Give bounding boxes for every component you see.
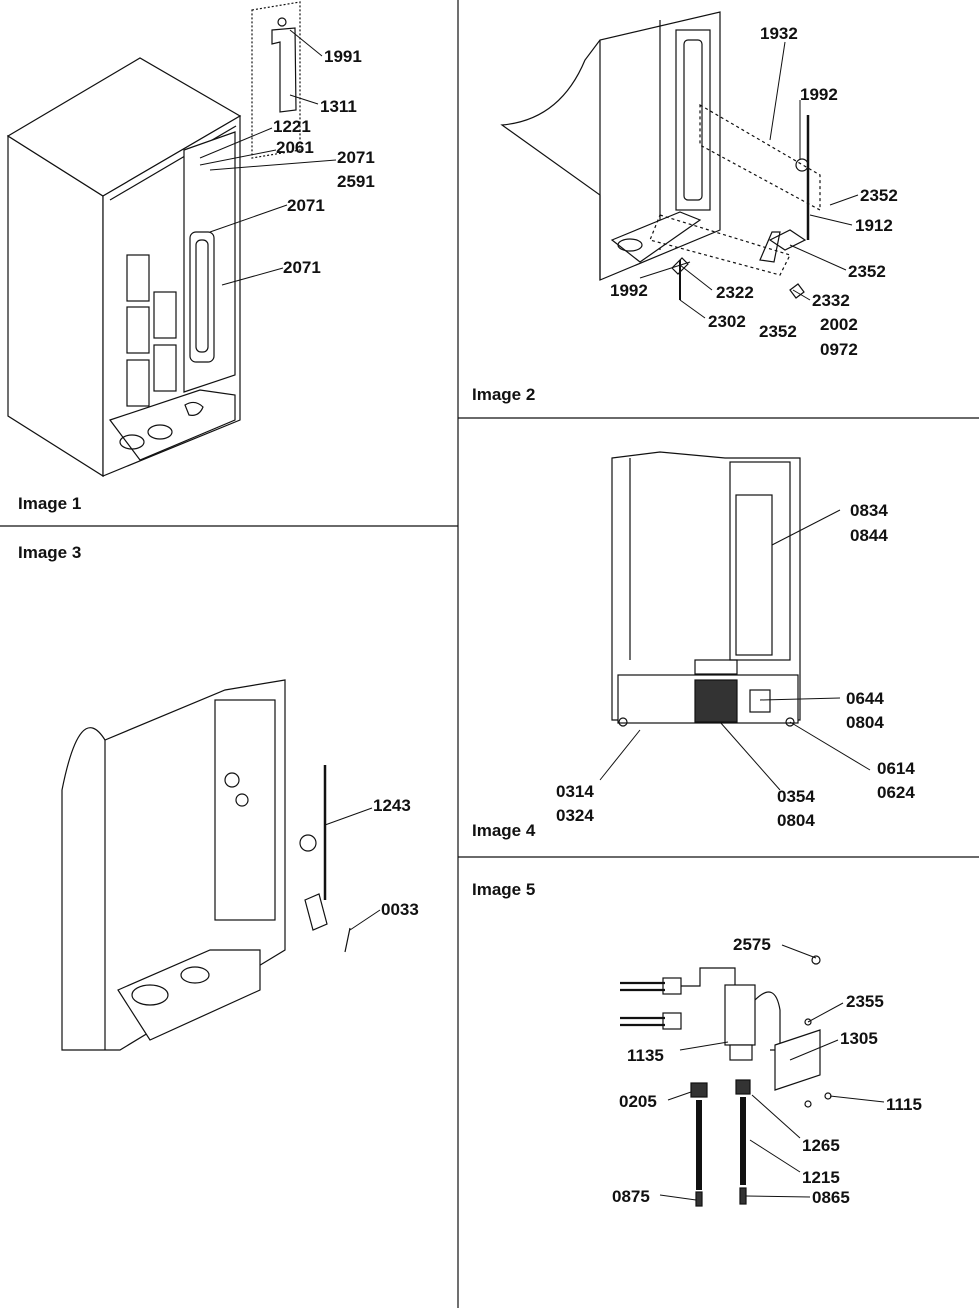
image3-callouts: 1243 0033 [373,796,419,919]
image5-illustration [620,955,832,1207]
callout-1221: 1221 [273,117,311,136]
image4-illustration [611,451,801,727]
callout-0354: 0354 [777,787,815,806]
image3-title: Image 3 [18,543,82,562]
callout-2575: 2575 [733,935,771,954]
callout-1992-a: 1992 [800,85,838,104]
callout-2322: 2322 [716,283,754,302]
callout-0033: 0033 [381,900,419,919]
image4-callouts: 0834 0844 0644 0804 0614 0624 0354 0804 … [556,501,915,830]
callout-2002: 2002 [820,315,858,334]
image5-callouts: 2575 2355 1305 1135 1115 0205 1265 1215 … [612,935,922,1207]
callout-0205: 0205 [619,1092,657,1111]
callout-1215: 1215 [802,1168,840,1187]
callout-0804-b: 0804 [777,811,815,830]
callout-1992-b: 1992 [610,281,648,300]
callout-1305: 1305 [840,1029,878,1048]
image2-illustration [500,11,821,300]
callout-1311: 1311 [320,97,357,116]
leader-lines [199,29,885,1201]
image4-title: Image 4 [472,821,536,840]
callout-2071-b: 2071 [287,196,325,215]
callout-2071-c: 2071 [283,258,321,277]
image1-callouts: 1991 1311 1221 2061 2071 2591 2071 2071 [273,47,375,277]
image3-illustration [61,679,351,1051]
image1-illustration [6,1,301,478]
callout-0644: 0644 [846,689,884,708]
callout-0804-a: 0804 [846,713,884,732]
callout-1932: 1932 [760,24,798,43]
callout-2071-a: 2071 [337,148,375,167]
callout-1912: 1912 [855,216,893,235]
callout-2591: 2591 [337,172,375,191]
callout-0834: 0834 [850,501,888,520]
callout-1265: 1265 [802,1136,840,1155]
callout-0844: 0844 [850,526,888,545]
callout-0324: 0324 [556,806,594,825]
image2-title: Image 2 [472,385,536,404]
callout-2332: 2332 [812,291,850,310]
callout-2302: 2302 [708,312,746,331]
callout-1243: 1243 [373,796,411,815]
callout-2061: 2061 [276,138,314,157]
callout-2352-b: 2352 [848,262,886,281]
callout-2352-a: 2352 [860,186,898,205]
callout-0624: 0624 [877,783,915,802]
callout-0314: 0314 [556,782,594,801]
callout-1115: 1115 [886,1095,922,1114]
callout-0972: 0972 [820,340,858,359]
callout-0865: 0865 [812,1188,850,1207]
image5-title: Image 5 [472,880,536,899]
callout-2352-c: 2352 [759,322,797,341]
callout-1991: 1991 [324,47,362,66]
callout-0614: 0614 [877,759,915,778]
image1-title: Image 1 [18,494,82,513]
callout-1135: 1135 [627,1046,664,1065]
image2-callouts: 1932 1992 2352 1912 2352 2332 2002 0972 … [610,24,898,359]
callout-2355: 2355 [846,992,884,1011]
callout-0875: 0875 [612,1187,650,1206]
